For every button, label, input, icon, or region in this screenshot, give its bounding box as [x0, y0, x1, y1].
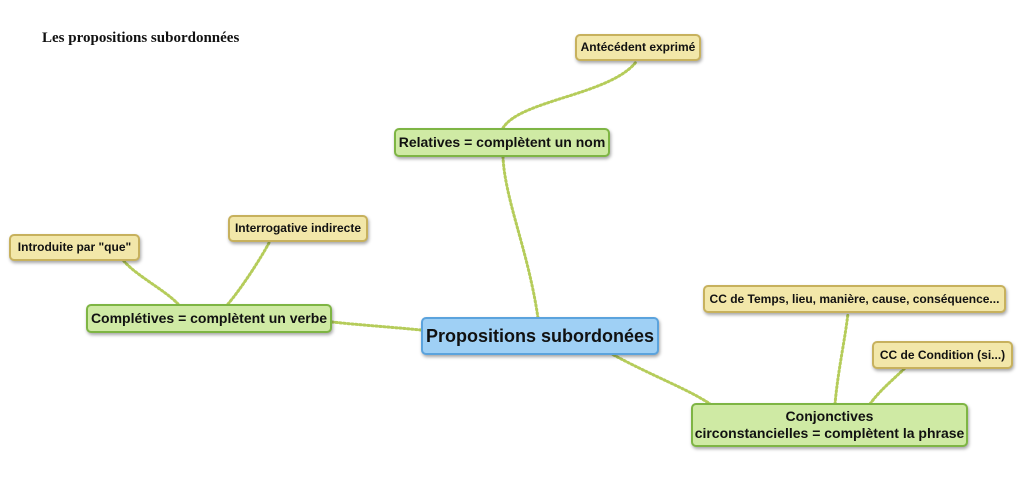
completives-node-label: Complétives = complètent un verbe — [90, 309, 328, 326]
conjonctives-node-label-line1: Conjonctives — [785, 407, 874, 424]
interrogative-node[interactable]: Interrogative indirecte — [228, 215, 368, 242]
link-completives-interrogative — [226, 239, 272, 306]
conjonctives-node-label-line2: circonstancielles = complètent la phrase — [694, 425, 965, 441]
link-central-completives — [330, 320, 423, 332]
page-title: Les propositions subordonnées — [42, 30, 240, 46]
introduite-que-node-label: Introduite par "que" — [17, 240, 132, 254]
link-completives-que — [121, 258, 180, 306]
link-conjonctives-temps — [833, 311, 850, 406]
cc-condition-node[interactable]: CC de Condition (si...) — [872, 341, 1013, 369]
antecedent-node[interactable]: Antécédent exprimé — [575, 34, 701, 61]
conjonctives-node[interactable]: Conjonctives circonstancielles = complèt… — [691, 403, 968, 447]
completives-node[interactable]: Complétives = complètent un verbe — [86, 304, 332, 333]
link-relatives-antecedent — [501, 60, 638, 130]
cc-temps-node[interactable]: CC de Temps, lieu, manière, cause, consé… — [703, 285, 1006, 313]
interrogative-node-label: Interrogative indirecte — [234, 221, 362, 235]
antecedent-node-label: Antécédent exprimé — [580, 40, 696, 54]
link-central-conjonctives — [608, 351, 712, 406]
relatives-node[interactable]: Relatives = complètent un nom — [394, 128, 610, 157]
central-node[interactable]: Propositions subordonées — [421, 317, 659, 355]
relatives-node-label: Relatives = complètent un nom — [398, 133, 606, 150]
cc-temps-node-label: CC de Temps, lieu, manière, cause, consé… — [709, 291, 1000, 306]
central-node-label: Propositions subordonées — [425, 325, 655, 346]
introduite-que-node[interactable]: Introduite par "que" — [9, 234, 140, 261]
link-central-relatives — [501, 155, 540, 320]
link-conjonctives-condition — [868, 366, 907, 406]
cc-condition-node-label: CC de Condition (si...) — [879, 347, 1006, 362]
